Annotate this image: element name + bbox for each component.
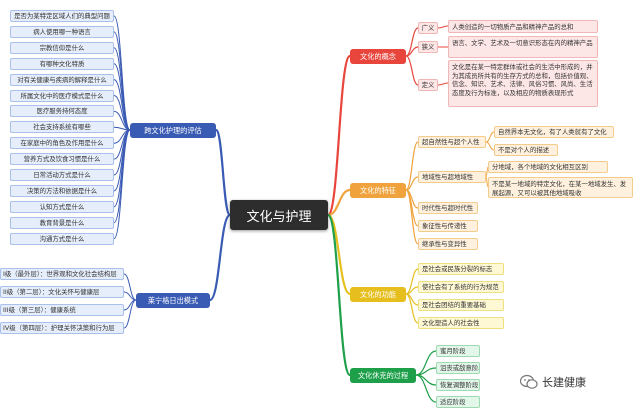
function-item-4[interactable]: 文化塑造人的社会性 bbox=[418, 317, 504, 329]
connector bbox=[437, 82, 449, 86]
connector bbox=[208, 213, 232, 302]
feature-era[interactable]: 时代性与超时代性 bbox=[418, 202, 478, 214]
concept-tag-definition[interactable]: 定义 bbox=[418, 79, 438, 91]
central-topic[interactable]: 文化与护理 bbox=[230, 200, 328, 230]
shock-stage-2[interactable]: 沮丧或敌意阶段 bbox=[436, 362, 480, 374]
assessment-item[interactable]: 认知方式是什么 bbox=[10, 200, 114, 213]
feature-regional[interactable]: 地域性与超地域性 bbox=[418, 171, 486, 183]
watermark: 长建健康 bbox=[520, 374, 586, 390]
concept-broad-text[interactable]: 人类创造的一切物质产品和精神产品的总和 bbox=[448, 20, 598, 33]
assessment-item[interactable]: 对有关健康与疾病的解释是什么 bbox=[10, 73, 114, 86]
feature-supernatural[interactable]: 超自然性与超个人性 bbox=[418, 136, 486, 148]
assessment-item[interactable]: 沟通方式是什么 bbox=[10, 232, 114, 245]
shock-stage-3[interactable]: 恢复调整阶段 bbox=[436, 379, 480, 391]
connector bbox=[326, 213, 352, 377]
shock-stage-4[interactable]: 适应阶段 bbox=[436, 396, 480, 408]
assessment-item[interactable]: 宗教信仰是什么 bbox=[10, 41, 114, 54]
concept-definition-text[interactable]: 文化是在某一特定群体或社会的生活中形成的，并为其成员所共有的生存方式的总和，包括… bbox=[448, 60, 598, 107]
connector bbox=[405, 189, 419, 245]
connector bbox=[327, 188, 351, 217]
watermark-text: 长建健康 bbox=[542, 376, 586, 389]
sunrise-level-4[interactable]: IV级（第四层）：护理关怀决策和行为层 bbox=[0, 322, 124, 334]
connector bbox=[123, 299, 137, 329]
connector bbox=[485, 176, 489, 188]
connector bbox=[405, 141, 419, 191]
assessment-item[interactable]: 病人使用哪一种语言 bbox=[10, 25, 114, 38]
connector bbox=[405, 55, 419, 86]
assessment-item[interactable]: 是否为某特定区域人们的典型问题 bbox=[10, 10, 114, 22]
assessment-item[interactable]: 教育背景是什么 bbox=[10, 216, 114, 229]
branch-culture-concept[interactable]: 文化的概念 bbox=[350, 49, 406, 64]
sunrise-level-3[interactable]: III级（第三层）：健康系统 bbox=[0, 304, 124, 316]
feature-inheritance[interactable]: 继承性与变异性 bbox=[418, 238, 478, 250]
branch-sunrise-model[interactable]: 莱宁格日出模式 bbox=[136, 293, 210, 308]
assessment-item[interactable]: 社会支持系统有哪些 bbox=[10, 121, 114, 134]
connector bbox=[437, 25, 449, 29]
wechat-icon bbox=[520, 374, 538, 389]
function-item-1[interactable]: 是社会或民族分裂的标志 bbox=[418, 263, 504, 275]
connector bbox=[113, 129, 131, 240]
connector bbox=[405, 293, 419, 324]
concept-tag-narrow[interactable]: 狭义 bbox=[418, 41, 438, 53]
sunrise-level-1[interactable]: I级（最外层）：世界观和文化社会结构层 bbox=[0, 268, 124, 280]
connector bbox=[123, 273, 137, 301]
connector bbox=[485, 131, 495, 143]
assessment-item[interactable]: 在家庭中的角色及作用是什么 bbox=[10, 137, 114, 150]
feature-regional-sub-2[interactable]: 不是某一地域的特定文化，在某一地域发生、发展起源，又可以被其他地域吸收 bbox=[488, 177, 633, 198]
connector bbox=[405, 46, 419, 57]
assessment-item[interactable]: 决策的方法和依据是什么 bbox=[10, 184, 114, 197]
branch-culture-shock[interactable]: 文化休克的过程 bbox=[350, 368, 416, 383]
connector bbox=[485, 141, 495, 151]
feature-symbolic[interactable]: 象征性与传递性 bbox=[418, 220, 478, 232]
connector bbox=[405, 176, 419, 191]
branch-culture-function[interactable]: 文化的功能 bbox=[350, 287, 406, 302]
shock-stage-1[interactable]: 蜜月阶段 bbox=[436, 345, 480, 357]
connector bbox=[415, 374, 437, 403]
branch-culture-features[interactable]: 文化的特征 bbox=[350, 183, 406, 198]
connector bbox=[113, 129, 131, 208]
sunrise-level-2[interactable]: II级（第二层）：文化关怀与健康层 bbox=[0, 286, 124, 298]
branch-cross-cultural-assessment[interactable]: 跨文化护理的评估 bbox=[130, 123, 216, 138]
feature-supernatural-sub-1[interactable]: 自然界本无文化，有了人类就有了文化 bbox=[494, 126, 614, 138]
feature-supernatural-sub-2[interactable]: 不是对个人的描述 bbox=[494, 144, 558, 156]
assessment-item[interactable]: 医疗服务持何态度 bbox=[10, 105, 114, 118]
connector bbox=[326, 54, 352, 217]
connector bbox=[113, 47, 131, 131]
assessment-item[interactable]: 日常活动方式是什么 bbox=[10, 169, 114, 181]
function-item-3[interactable]: 是社会团结的重要基础 bbox=[418, 299, 504, 311]
concept-narrow-text[interactable]: 语言、文学、艺术及一切意识形态在内的精神产品 bbox=[448, 36, 598, 58]
assessment-item[interactable]: 有哪种文化特质 bbox=[10, 57, 114, 70]
assessment-item[interactable]: 所属文化中的医疗模式是什么 bbox=[10, 89, 114, 102]
assessment-item[interactable]: 营养方式及饮食习惯是什么 bbox=[10, 153, 114, 166]
function-item-2[interactable]: 使社会有了系统的行为规范 bbox=[418, 281, 504, 293]
connector bbox=[214, 128, 232, 217]
feature-regional-sub-1[interactable]: 分地域，各个地域的文化相互区别 bbox=[488, 161, 608, 173]
concept-tag-broad[interactable]: 广义 bbox=[418, 22, 438, 34]
